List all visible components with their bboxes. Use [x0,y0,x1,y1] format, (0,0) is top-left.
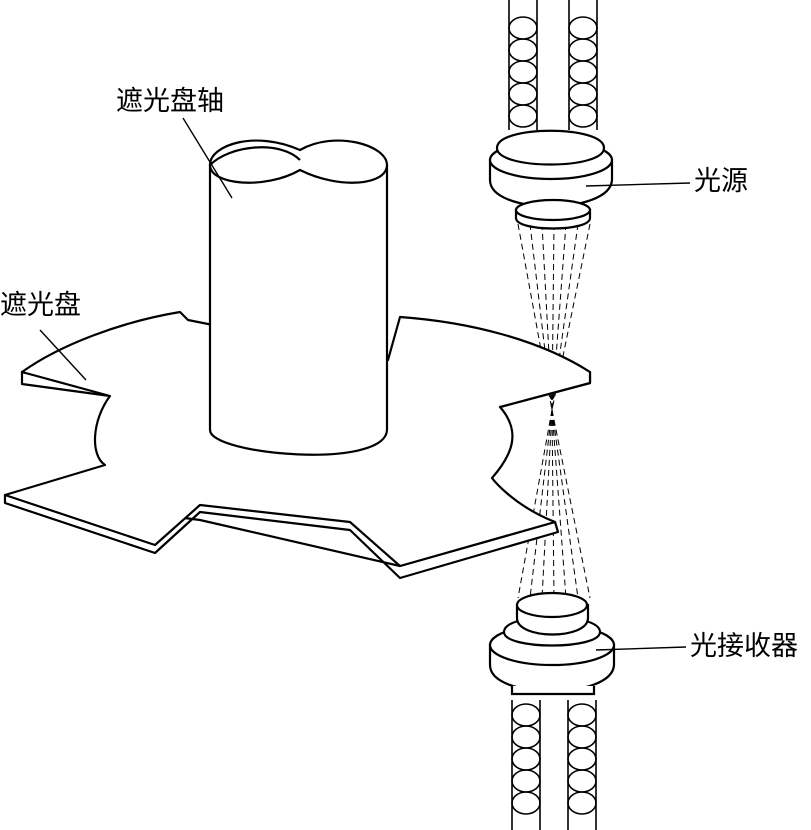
shutter-disk-shaft [210,141,387,455]
light-source-lamp [490,131,612,229]
lower-left-wire-coil [512,700,540,830]
lower-right-wire-coil [568,700,596,830]
upper-right-wire-coil [569,0,597,130]
source-leader-line [586,183,690,186]
light-source-label: 光源 [694,166,748,197]
shaft-leader-line [183,118,232,198]
shaft-label: 遮光盘轴 [116,86,224,117]
light-receiver-label: 光接收器 [690,631,798,662]
disk-leader-line [40,330,86,380]
upper-left-wire-coil [509,0,537,130]
disk-label: 遮光盘 [0,290,81,321]
receiver-leader-line [596,647,686,650]
light-beam [518,224,590,598]
leader-lines [40,118,690,650]
light-receiver-sensor [490,593,614,694]
